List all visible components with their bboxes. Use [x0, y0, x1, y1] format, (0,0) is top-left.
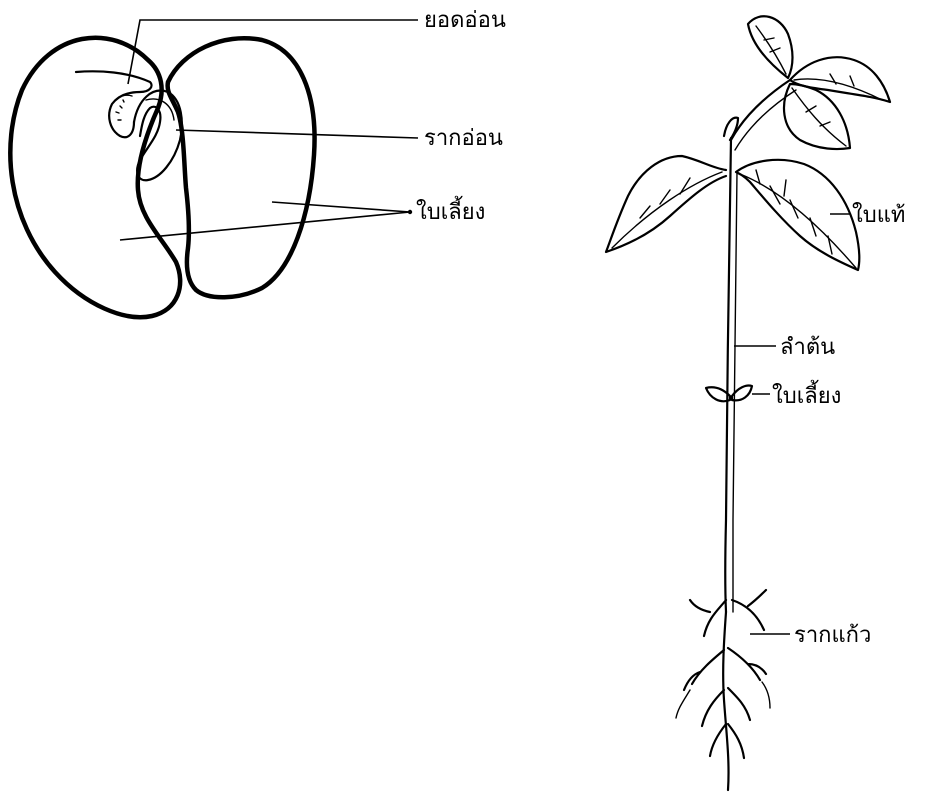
upper-right-leaf [784, 84, 850, 149]
plumule-label: ยอดอ่อน [424, 8, 506, 33]
taproot-label: รากแก้ว [794, 623, 871, 648]
bean-seed [10, 20, 418, 317]
stem-label: ลำต้น [780, 335, 835, 360]
bean-seedling [606, 16, 890, 790]
right-true-leaf [736, 160, 859, 270]
taproot [723, 612, 728, 790]
stem [725, 138, 731, 612]
radicle-label: รากอ่อน [424, 126, 503, 151]
seed-cotyledon-label: ใบเลี้ยง [416, 196, 485, 225]
left-true-leaf [606, 156, 726, 252]
radicle-leader [176, 130, 418, 138]
true-leaf-label: ใบแท้ [852, 202, 905, 228]
seedling-cotyledon-label: ใบเลี้ยง [772, 380, 841, 409]
cotyledon-leader-2 [120, 212, 410, 240]
cotyledon-leader-1 [272, 202, 410, 212]
right-cotyledon [168, 38, 315, 297]
